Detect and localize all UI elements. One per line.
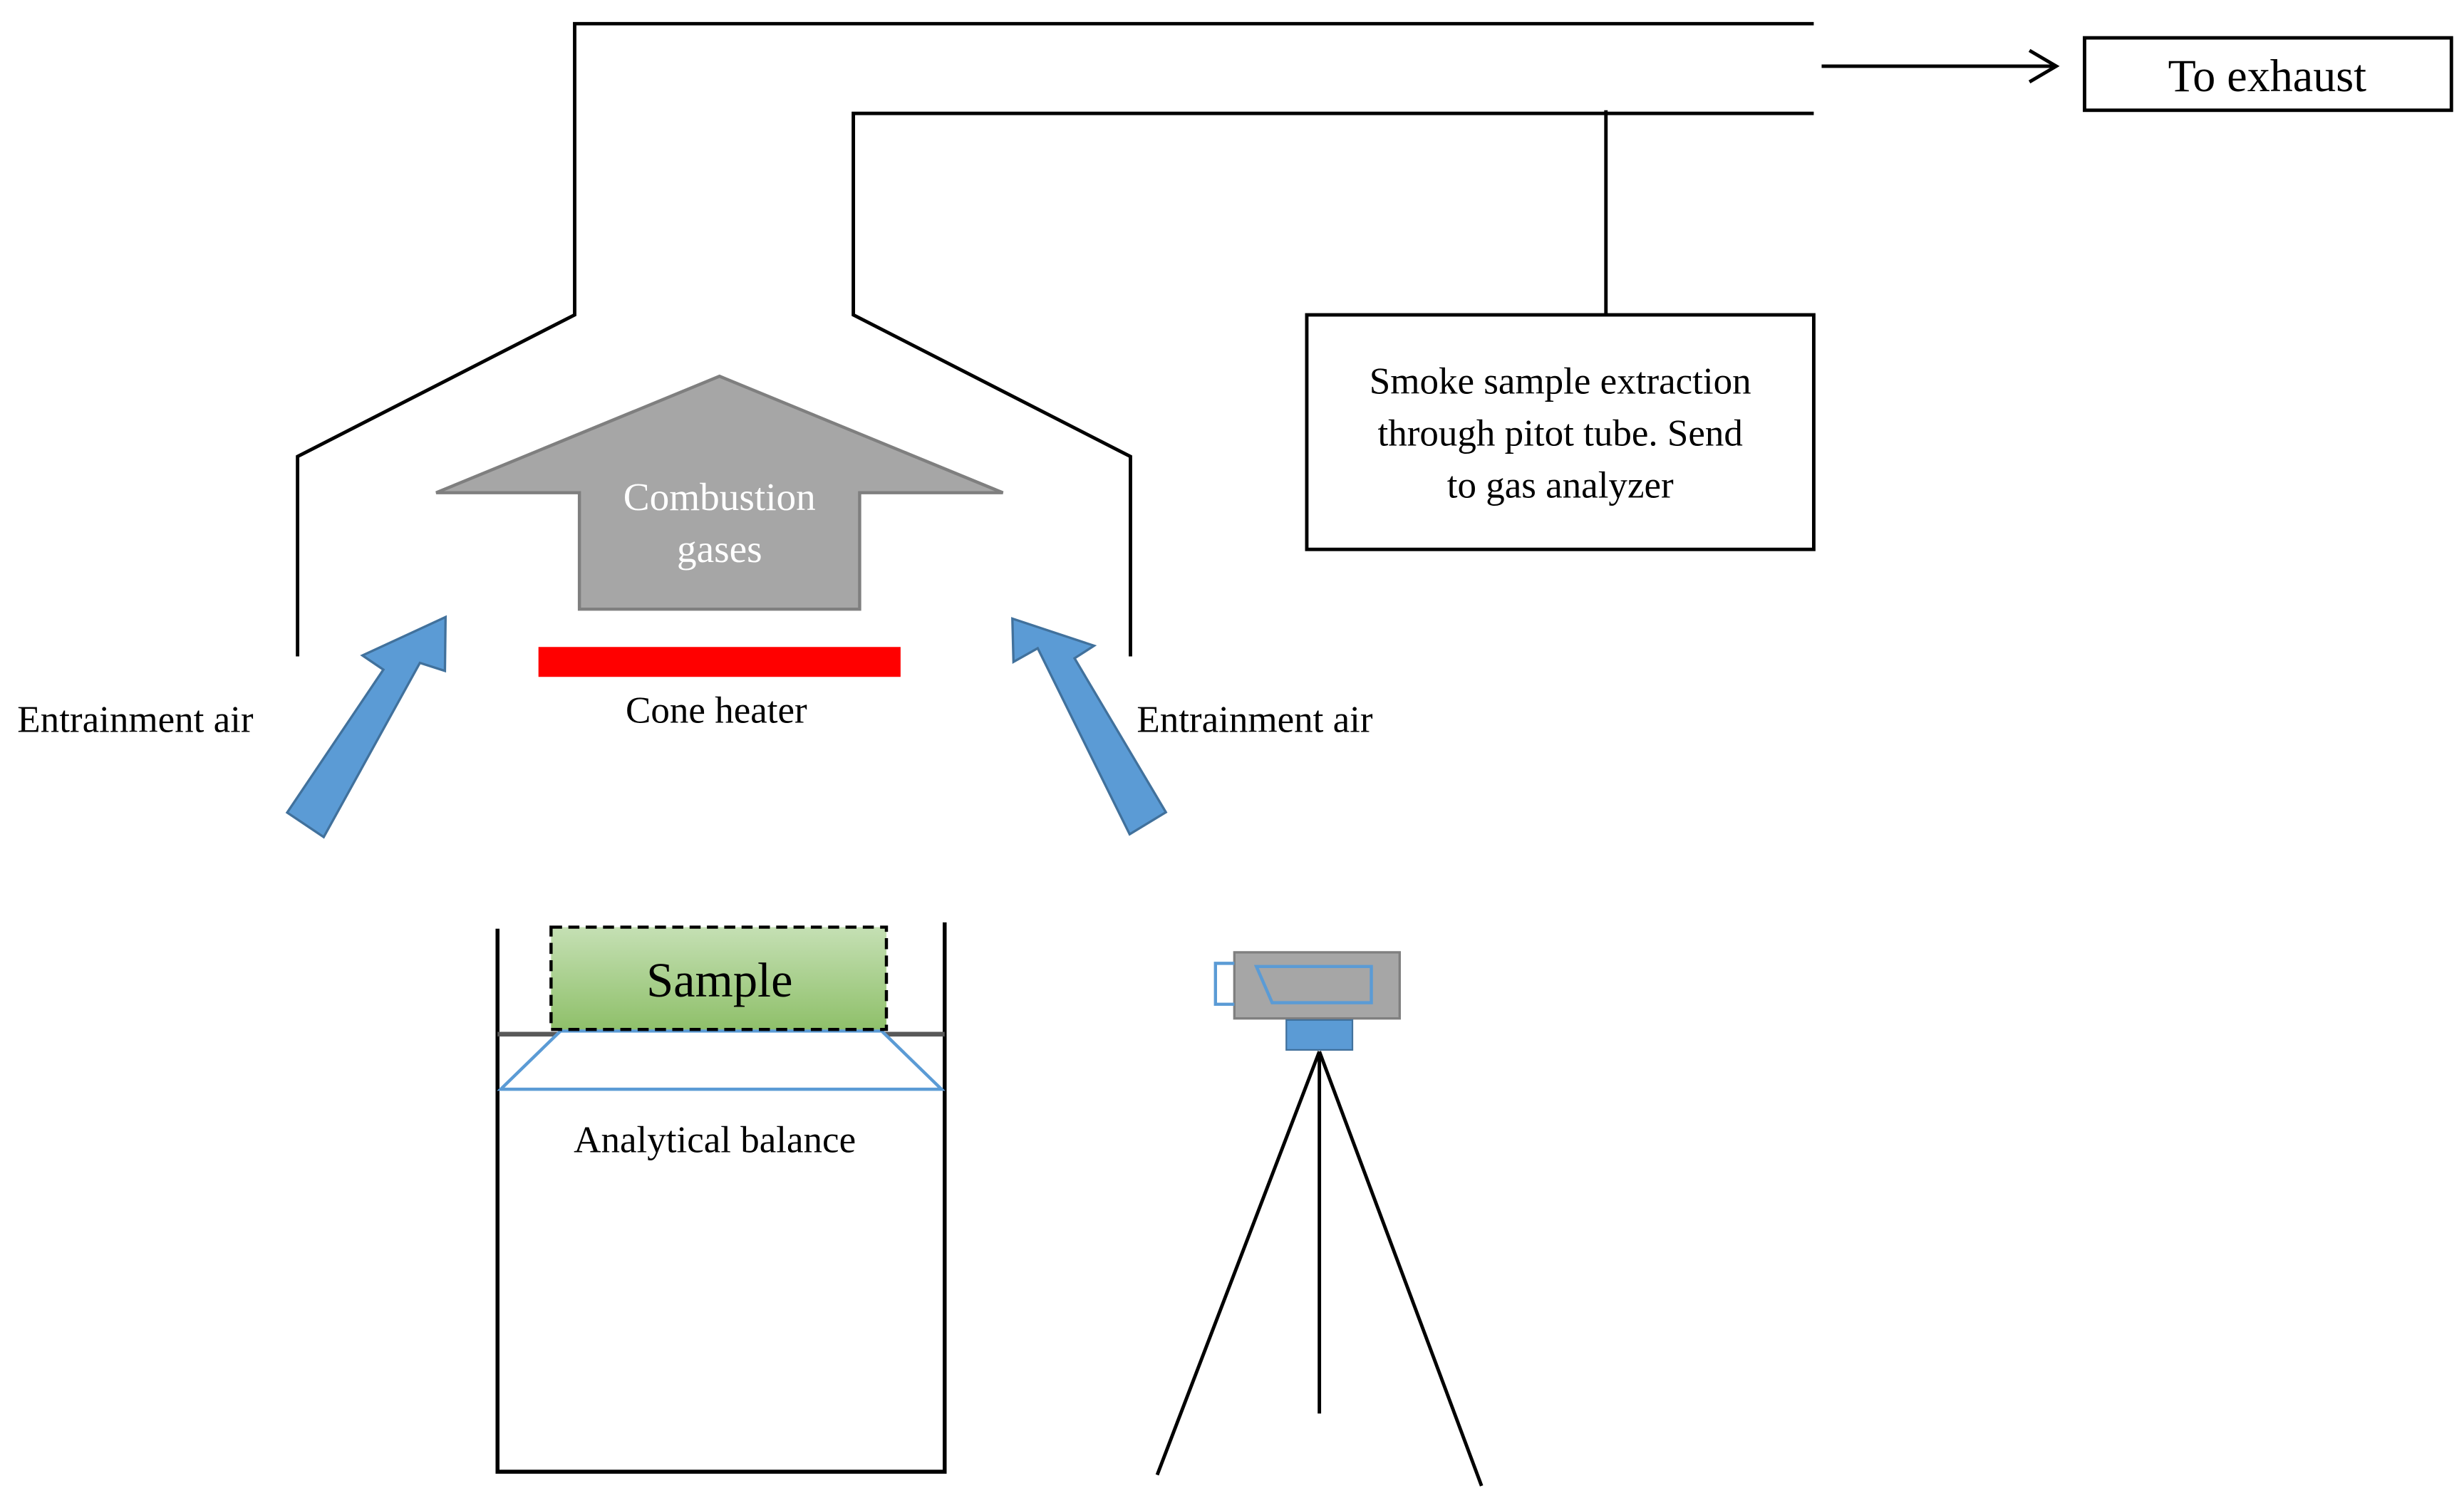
analytical-balance: Sample Analytical balance	[495, 922, 947, 1474]
exhaust-label: To exhaust	[2168, 51, 2367, 101]
smoke-sample-label-line3: to gas analyzer	[1447, 464, 1674, 506]
pitot-tube-arrow	[1587, 110, 1625, 345]
cone-heater-label: Cone heater	[626, 690, 807, 731]
hood-outer-wall	[296, 21, 1814, 657]
balance-label: Analytical balance	[574, 1120, 856, 1161]
exhaust-hood	[296, 21, 1814, 657]
sample-holder	[549, 925, 889, 1031]
combustion-label-line1: Combustion	[623, 475, 816, 519]
camera-screen	[1253, 964, 1373, 1004]
combustion-gases-arrow	[435, 374, 1004, 611]
camera-mount	[1285, 1019, 1354, 1051]
entrainment-air-label-right: Entrainment air	[1137, 700, 1373, 741]
exhaust-box	[2083, 36, 2453, 113]
sample-label: Sample	[646, 953, 792, 1007]
cone-heater-bar	[538, 647, 901, 677]
combustion-label-line2: gases	[677, 527, 762, 571]
exhaust-arrow	[1821, 48, 2060, 84]
hood-inner-wall	[851, 111, 1814, 657]
entrainment-air-arrow-left	[285, 615, 447, 839]
video-camera-icon	[1213, 951, 1401, 1051]
camera-body	[1233, 951, 1401, 1020]
tripod-icon	[1155, 1051, 1484, 1487]
balance-housing	[495, 922, 947, 1474]
smoke-sample-label-line2: through pitot tube. Send	[1377, 412, 1742, 454]
entrainment-air-label-left: Entrainment air	[17, 700, 254, 741]
smoke-sample-label-line1: Smoke sample extraction	[1370, 361, 1751, 402]
smoke-sample-box	[1305, 313, 1816, 551]
entrainment-air-arrow-right	[1011, 617, 1168, 836]
camera-lens	[1213, 962, 1235, 1007]
balance-pan	[497, 1029, 946, 1091]
